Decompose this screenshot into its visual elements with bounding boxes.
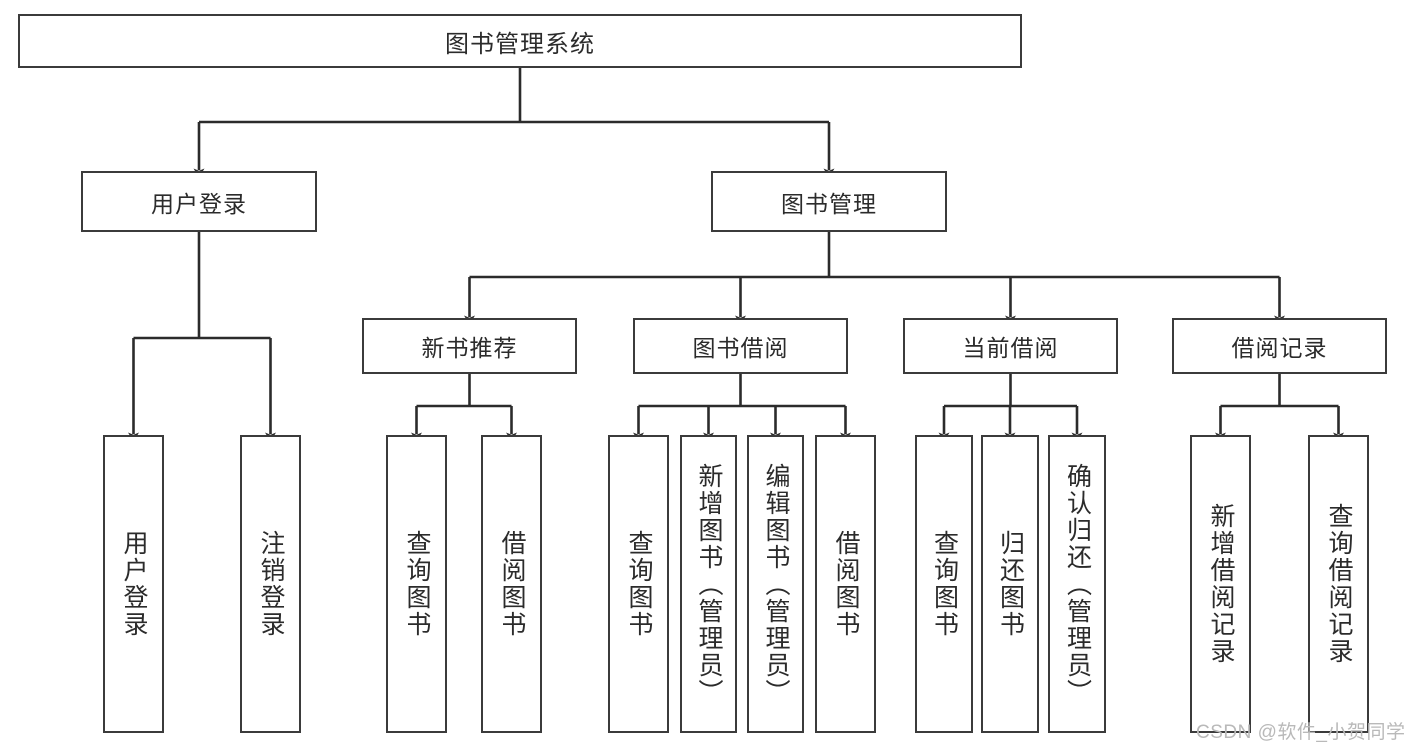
leaf-logout[interactable]: 注销登录	[240, 435, 301, 733]
leaf-query-borrow-record[interactable]: 查询借阅记录	[1308, 435, 1369, 733]
node-book-borrow[interactable]: 图书借阅	[633, 318, 848, 374]
node-root-system[interactable]: 图书管理系统	[18, 14, 1022, 68]
leaf-query-book-current[interactable]: 查询图书	[915, 435, 973, 733]
leaf-query-book-borrow[interactable]: 查询图书	[608, 435, 669, 733]
leaf-confirm-return-admin[interactable]: 确认归还（管理员）	[1048, 435, 1106, 733]
node-borrow-record[interactable]: 借阅记录	[1172, 318, 1387, 374]
node-label: 当前借阅	[962, 335, 1059, 361]
node-book-management[interactable]: 图书管理	[711, 171, 947, 232]
node-label: 借阅图书	[498, 530, 526, 638]
leaf-user-login[interactable]: 用户登录	[103, 435, 164, 733]
node-label: 新增借阅记录	[1207, 503, 1235, 665]
node-label: 借阅图书	[832, 530, 860, 638]
leaf-edit-book-admin[interactable]: 编辑图书（管理员）	[747, 435, 804, 733]
node-label: 图书管理	[781, 190, 877, 217]
node-label: 查询图书	[930, 530, 959, 638]
node-label: 用户登录	[151, 190, 247, 217]
leaf-borrow-book-recommend[interactable]: 借阅图书	[481, 435, 542, 733]
node-label: 图书借阅	[692, 335, 789, 361]
csdn-watermark: CSDN @软件_小贺同学	[1196, 722, 1405, 743]
node-label: 新书推荐	[421, 335, 518, 361]
node-label: 图书管理系统	[445, 30, 595, 58]
node-label: 归还图书	[996, 530, 1025, 638]
leaf-borrow-book[interactable]: 借阅图书	[815, 435, 876, 733]
leaf-return-book[interactable]: 归还图书	[981, 435, 1039, 733]
node-label: 新增图书（管理员）	[695, 462, 723, 706]
leaf-query-book-recommend[interactable]: 查询图书	[386, 435, 447, 733]
node-label: 确认归还（管理员）	[1063, 462, 1092, 706]
node-label: 编辑图书（管理员）	[762, 462, 790, 706]
node-label: 查询图书	[403, 530, 431, 638]
leaf-add-borrow-record[interactable]: 新增借阅记录	[1190, 435, 1251, 733]
node-label: 查询图书	[625, 530, 653, 638]
node-label: 注销登录	[257, 530, 285, 638]
leaf-add-book-admin[interactable]: 新增图书（管理员）	[680, 435, 737, 733]
node-current-borrow[interactable]: 当前借阅	[903, 318, 1118, 374]
node-new-book-recommend[interactable]: 新书推荐	[362, 318, 577, 374]
node-label: 查询借阅记录	[1325, 503, 1353, 665]
node-label: 用户登录	[120, 530, 148, 638]
node-user-login[interactable]: 用户登录	[81, 171, 317, 232]
node-label: 借阅记录	[1231, 335, 1328, 361]
